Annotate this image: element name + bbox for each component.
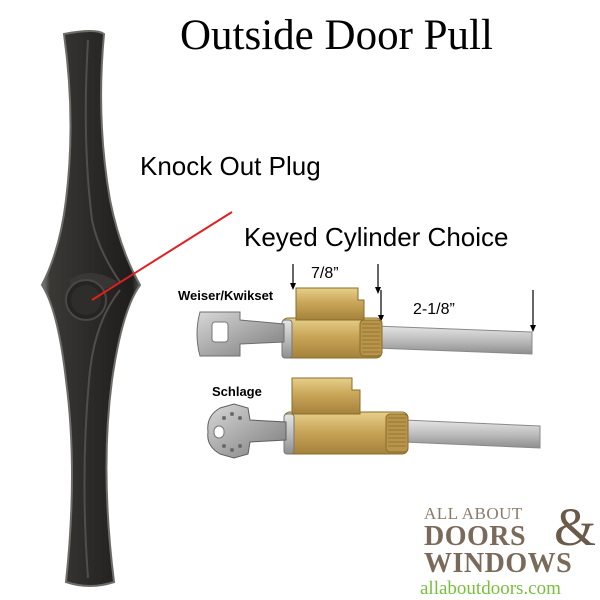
weiser-kwikset-cylinder [196, 287, 533, 359]
logo-line-3: WINDOWS [424, 548, 573, 579]
cylinder-length-dimension: 7/8” [311, 265, 339, 282]
logo-line-2: DOORS [424, 521, 527, 552]
tailpiece-length-dimension: 2-1/8” [413, 301, 455, 318]
page-title: Outside Door Pull [180, 12, 493, 59]
callout-line [91, 211, 233, 301]
knock-out-plug-label: Knock Out Plug [140, 151, 321, 181]
keyed-cylinder-choice-label: Keyed Cylinder Choice [244, 222, 509, 252]
brand-logo: ALL ABOUT DOORS WINDOWS & allaboutdoors.… [420, 500, 600, 600]
logo-url: allaboutdoors.com [420, 578, 561, 599]
schlage-cylinder [207, 377, 541, 459]
logo-line-1: ALL ABOUT [424, 504, 523, 523]
schlage-label: Schlage [212, 384, 262, 399]
weiser-kwikset-label: Weiser/Kwikset [178, 288, 274, 303]
logo-ampersand: & [554, 497, 597, 557]
